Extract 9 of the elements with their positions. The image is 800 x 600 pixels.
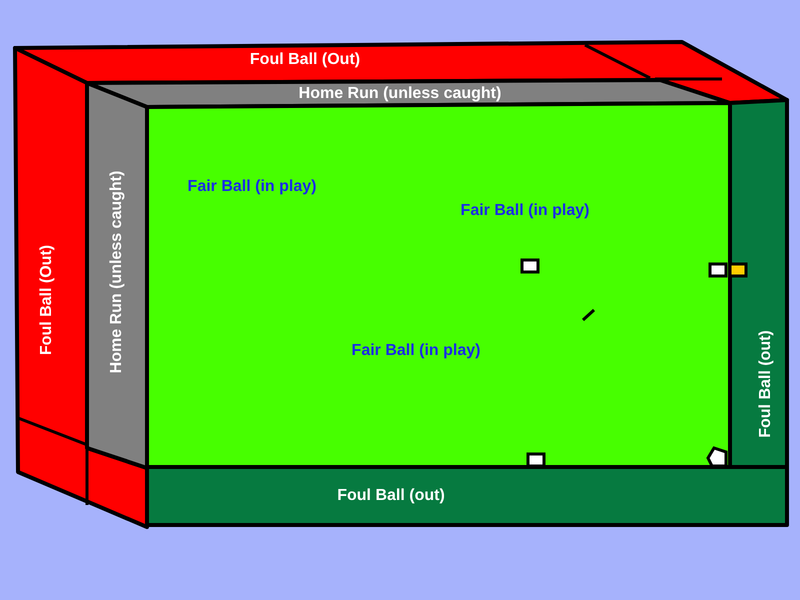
zone-label: Fair Ball (in play) [352, 343, 480, 359]
zone-label: Fair Ball (in play) [460, 203, 590, 219]
zone-label: Fair Ball (in play) [188, 179, 316, 195]
zone-label: Foul Ball (Out) [250, 52, 360, 68]
zone-label: Home Run (unless caught) [109, 170, 125, 374]
zone-label: Foul Ball (Out) [39, 244, 55, 356]
zone-label: Foul Ball (out) [758, 330, 774, 438]
zone-label: Home Run (unless caught) [298, 86, 502, 102]
zone-label: Foul Ball (out) [337, 488, 445, 504]
